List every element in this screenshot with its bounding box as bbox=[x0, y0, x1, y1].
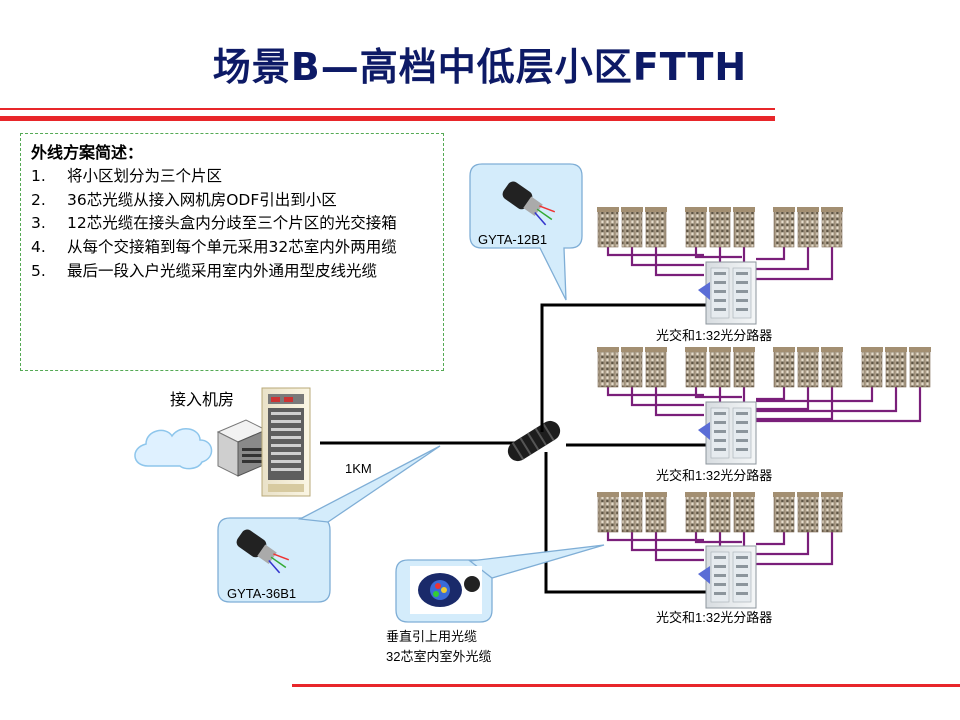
apartment-building-icon bbox=[773, 492, 795, 533]
drop-cable-group bbox=[756, 532, 834, 566]
apartment-building-icon bbox=[685, 492, 707, 533]
title-divider-thick bbox=[0, 116, 775, 121]
apartment-building-icon bbox=[709, 347, 731, 388]
summary-item-number: 3. bbox=[31, 214, 46, 233]
summary-list: 1. 将小区划分为三个片区 2. 36芯光缆从接入网机房ODF引出到小区 3. 12芯… bbox=[31, 166, 431, 283]
odf-rack-icon bbox=[261, 387, 311, 497]
apartment-building-icon bbox=[773, 347, 795, 388]
machine-room-label: 接入机房 bbox=[170, 390, 234, 409]
apartment-building-icon bbox=[645, 207, 667, 248]
summary-item-text: 将小区划分为三个片区 bbox=[67, 166, 223, 185]
distance-label: 1KM bbox=[345, 461, 372, 476]
drop-cable-group bbox=[756, 387, 922, 423]
cable-cross-section-icon bbox=[502, 181, 556, 226]
apartment-building-icon bbox=[909, 347, 931, 388]
apartment-building-icon bbox=[797, 492, 819, 533]
apartment-building-icon bbox=[821, 492, 843, 533]
apartment-building-icon bbox=[861, 347, 883, 388]
apartment-building-icon bbox=[733, 347, 755, 388]
access-server-icon bbox=[216, 419, 268, 477]
apartment-building-icon bbox=[621, 207, 643, 248]
riser-label-line1: 垂直引上用光缆 bbox=[386, 629, 477, 644]
summary-heading: 外线方案简述： bbox=[31, 143, 144, 162]
page-title: 场景B—高档中低层小区FTTH bbox=[212, 45, 748, 89]
apartment-building-icon bbox=[773, 207, 795, 248]
drop-cable-group bbox=[606, 387, 704, 417]
apartment-building-icon bbox=[685, 347, 707, 388]
apartment-building-icon bbox=[597, 492, 619, 533]
summary-item: 3. 12芯光缆在接头盒内分歧至三个片区的光交接箱 bbox=[31, 213, 431, 234]
summary-item-number: 2. bbox=[31, 190, 46, 209]
fiber-cabinet-splitter-icon bbox=[698, 261, 757, 325]
apartment-building-icon bbox=[645, 347, 667, 388]
drop-cable-group bbox=[756, 387, 834, 421]
summary-item-number: 1. bbox=[31, 166, 46, 185]
apartment-building-icon bbox=[709, 207, 731, 248]
apartment-building-icon bbox=[797, 347, 819, 388]
summary-item-text: 36芯光缆从接入网机房ODF引出到小区 bbox=[67, 190, 337, 209]
outside-plant-summary-box: 外线方案简述： 1. 将小区划分为三个片区 2. 36芯光缆从接入网机房ODF引出到… bbox=[20, 133, 444, 371]
cable-12b1-label: GYTA-12B1 bbox=[478, 232, 547, 247]
cabinet-label-zone-1: 光交和1:32光分路器 bbox=[656, 328, 772, 343]
apartment-building-icon bbox=[797, 207, 819, 248]
apartment-building-icon bbox=[733, 492, 755, 533]
apartment-building-icon bbox=[645, 492, 667, 533]
zone-1 bbox=[597, 207, 843, 325]
apartment-building-icon bbox=[821, 347, 843, 388]
cabinet-label-zone-3: 光交和1:32光分路器 bbox=[656, 610, 772, 625]
drop-cable-group bbox=[606, 532, 704, 562]
apartment-building-icon bbox=[885, 347, 907, 388]
summary-item-number: 4. bbox=[31, 238, 46, 257]
riser-label-line2: 32芯室内室外光缆 bbox=[386, 649, 491, 664]
apartment-building-icon bbox=[597, 207, 619, 248]
cabinet-label-zone-2: 光交和1:32光分路器 bbox=[656, 468, 772, 483]
summary-item: 5. 最后一段入户光缆采用室内外通用型皮线光缆 bbox=[31, 261, 431, 282]
summary-item-text: 12芯光缆在接头盒内分歧至三个片区的光交接箱 bbox=[67, 214, 397, 233]
footer-divider bbox=[292, 684, 960, 687]
cable-36b1-label: GYTA-36B1 bbox=[227, 586, 296, 601]
summary-item-text: 从每个交接箱到每个单元采用32芯室内外两用缆 bbox=[67, 238, 397, 257]
cable-callout-gyta-36b1 bbox=[217, 445, 441, 603]
apartment-building-icon bbox=[709, 492, 731, 533]
summary-item: 2. 36芯光缆从接入网机房ODF引出到小区 bbox=[31, 190, 431, 211]
zone-3 bbox=[597, 492, 843, 609]
fiber-cabinet-splitter-icon bbox=[698, 545, 757, 609]
apartment-building-icon bbox=[685, 207, 707, 248]
apartment-building-icon bbox=[821, 207, 843, 248]
splice-closure-icon bbox=[507, 420, 561, 462]
apartment-building-icon bbox=[621, 492, 643, 533]
internet-cloud-icon bbox=[134, 428, 213, 470]
apartment-building-icon bbox=[597, 347, 619, 388]
residential-zones bbox=[597, 207, 931, 609]
cable-callout-gyta-12b1 bbox=[469, 163, 583, 301]
title-divider-thin bbox=[0, 108, 775, 110]
apartment-building-icon bbox=[621, 347, 643, 388]
zone-2 bbox=[597, 347, 931, 465]
summary-item: 4. 从每个交接箱到每个单元采用32芯室内外两用缆 bbox=[31, 237, 431, 258]
drop-cable-group bbox=[606, 247, 704, 277]
summary-item-text: 最后一段入户光缆采用室内外通用型皮线光缆 bbox=[67, 262, 378, 281]
riser-cable-callout bbox=[395, 544, 605, 623]
apartment-building-icon bbox=[733, 207, 755, 248]
drop-cable-group bbox=[756, 247, 834, 281]
summary-item-number: 5. bbox=[31, 262, 46, 281]
fiber-cabinet-splitter-icon bbox=[698, 401, 757, 465]
distribution-cables-12core bbox=[540, 303, 708, 594]
summary-item: 1. 将小区划分为三个片区 bbox=[31, 166, 431, 187]
